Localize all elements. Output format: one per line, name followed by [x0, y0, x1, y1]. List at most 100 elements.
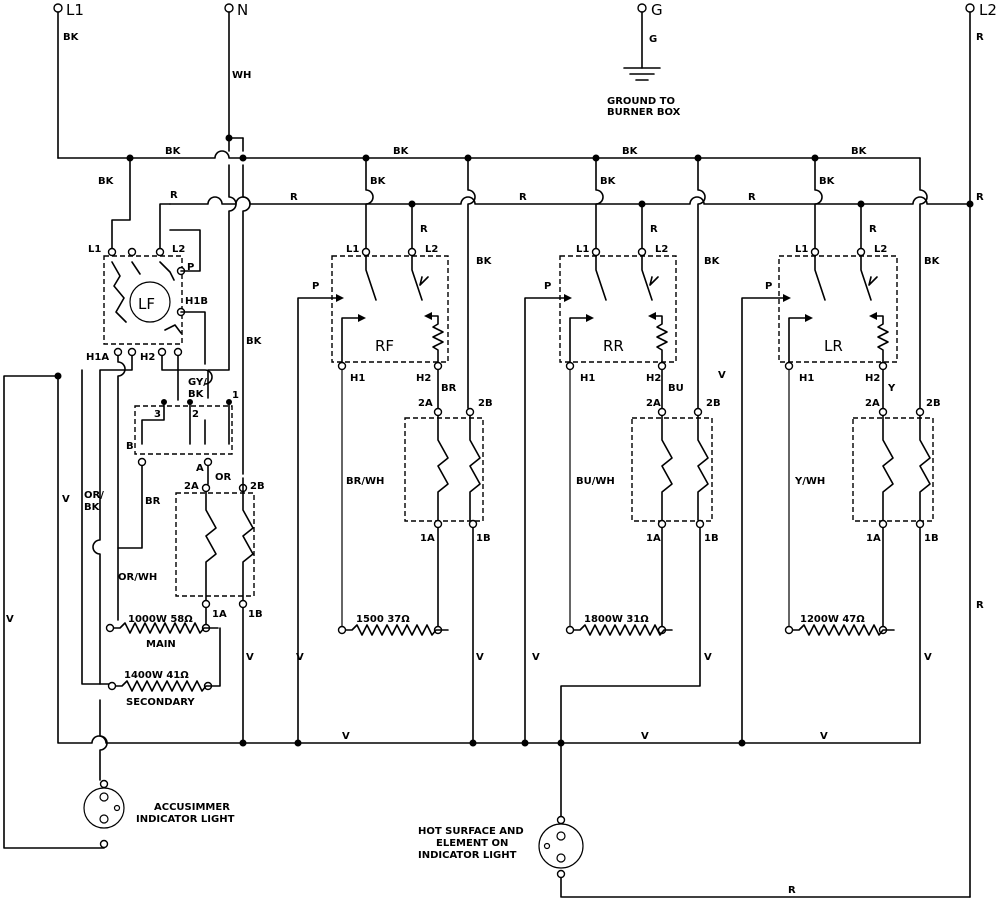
rr-control-section: BK R BK L1 L2 P RR H1 H2 V BU/WH BU V 2A… — [524, 157, 726, 744]
wire-label: OR/WH — [118, 572, 157, 583]
terminal-label: H2 — [416, 373, 431, 384]
wire-label: R — [290, 192, 298, 203]
wire-label: OR/ — [84, 490, 104, 501]
wire-label: V — [532, 652, 540, 663]
terminal-n-label: N — [237, 1, 248, 19]
wire-label: WH — [232, 70, 251, 81]
wire-label: R — [748, 192, 756, 203]
wire-label: BK — [165, 146, 182, 157]
terminal-l2-label: L2 — [979, 1, 997, 19]
terminal-label: 2A — [646, 398, 661, 409]
wire-label: BK — [476, 256, 493, 267]
wire-label: V — [820, 731, 828, 742]
terminal-label: 2B — [250, 481, 265, 492]
wire-label: BK — [393, 146, 410, 157]
terminal-label: 2A — [418, 398, 433, 409]
wire-label: BK — [188, 389, 205, 400]
wire-label: R — [170, 190, 178, 201]
wire-label: BK — [819, 176, 836, 187]
terminal-label: 1B — [924, 533, 939, 544]
terminal-label: P — [765, 281, 772, 292]
terminal-label: L2 — [874, 244, 887, 255]
wire-label: R — [420, 224, 428, 235]
wire-label: BK — [246, 336, 263, 347]
wire-label: R — [788, 885, 796, 896]
terminal-label: L1 — [576, 244, 589, 255]
rr-burner-label: RR — [603, 337, 624, 355]
wire-label: R — [650, 224, 658, 235]
power-terminals: L1 N G L2 — [53, 1, 997, 19]
lf-control-section: BK L1 L2 P H1B LF H1A H2 OR/ BK GY/ BK — [81, 157, 265, 781]
terminal-label: H2 — [140, 352, 155, 363]
lf-secondary-label: SECONDARY — [126, 697, 195, 708]
accusimmer-label-2: INDICATOR LIGHT — [136, 814, 235, 825]
wire-label: GY/ — [188, 377, 207, 388]
terminal-label: 1A — [646, 533, 661, 544]
rr-element-rating: 1800W 31Ω — [584, 614, 649, 625]
lf-secondary-rating: 1400W 41Ω — [124, 670, 189, 681]
wire-label: V — [704, 652, 712, 663]
terminal-label: 1 — [232, 390, 239, 401]
wire-label: V — [342, 731, 350, 742]
terminal-label: H1 — [799, 373, 814, 384]
terminal-label: L2 — [172, 244, 185, 255]
terminal-label: L1 — [795, 244, 808, 255]
main-wiring: BK BK BK BK BK WH BK R R R R R R R R V V… — [3, 11, 984, 898]
hot-light-label-1: HOT SURFACE AND — [418, 826, 524, 837]
terminal-label: 1B — [704, 533, 719, 544]
wire-label: V — [641, 731, 649, 742]
terminal-label: B — [126, 441, 134, 452]
terminal-label: 3 — [154, 409, 161, 420]
wire-label: BK — [924, 256, 941, 267]
rf-control-section: BK R BK L1 L2 P RF H1 H2 V BR/WH BR 2A 2… — [296, 157, 493, 744]
accusimmer-label-1: ACCUSIMMER — [154, 802, 230, 813]
ground-label-1: GROUND TO — [607, 96, 675, 107]
wire-label: BK — [704, 256, 721, 267]
wire-label: BU/WH — [576, 476, 615, 487]
ground-label-2: BURNER BOX — [607, 107, 681, 118]
wire-label: BK — [63, 32, 80, 43]
hot-surface-indicator-light: HOT SURFACE AND ELEMENT ON INDICATOR LIG… — [418, 742, 584, 898]
lr-element-rating: 1200W 47Ω — [800, 614, 865, 625]
terminal-label: H1B — [185, 296, 208, 307]
wire-label: BK — [370, 176, 387, 187]
lr-control-section: BK R BK L1 L2 P LR H1 H2 Y/WH Y 2A 2B — [741, 157, 941, 744]
terminal-label: 1A — [212, 609, 227, 620]
terminal-label: P — [187, 262, 194, 273]
terminal-label: 2B — [706, 398, 721, 409]
terminal-label: 2A — [184, 481, 199, 492]
wire-label: BU — [668, 383, 684, 394]
wire-label: R — [976, 600, 984, 611]
wire-label: V — [246, 652, 254, 663]
wire-label: Y/WH — [794, 476, 825, 487]
wire-label: BR — [441, 383, 457, 394]
terminal-label: H1 — [580, 373, 595, 384]
accusimmer-indicator-light: ACCUSIMMER INDICATOR LIGHT — [83, 779, 235, 849]
terminal-label: 2B — [926, 398, 941, 409]
lf-burner-label: LF — [138, 295, 155, 313]
wire-g-label: G — [649, 34, 657, 45]
wire-label: R — [976, 32, 984, 43]
rf-burner-label: RF — [375, 337, 394, 355]
terminal-label: 1A — [866, 533, 881, 544]
wire-label: V — [62, 494, 70, 505]
wire-label: BK — [851, 146, 868, 157]
wire-label: Y — [887, 383, 896, 394]
terminal-label: H1A — [86, 352, 109, 363]
terminal-label: H2 — [865, 373, 880, 384]
terminal-label: L2 — [425, 244, 438, 255]
terminal-g-label: G — [651, 1, 663, 19]
terminal-label: P — [544, 281, 551, 292]
wire-label: R — [519, 192, 527, 203]
wire-label: BK — [600, 176, 617, 187]
wire-label: BR/WH — [346, 476, 384, 487]
hot-light-label-2: ELEMENT ON — [436, 838, 508, 849]
wire-label: BK — [622, 146, 639, 157]
terminal-label: 2A — [865, 398, 880, 409]
wire-label: V — [6, 614, 14, 625]
terminal-label: H2 — [646, 373, 661, 384]
rf-element-rating: 1500 37Ω — [356, 614, 410, 625]
terminal-label: 1B — [248, 609, 263, 620]
wire-label: OR — [215, 472, 232, 483]
